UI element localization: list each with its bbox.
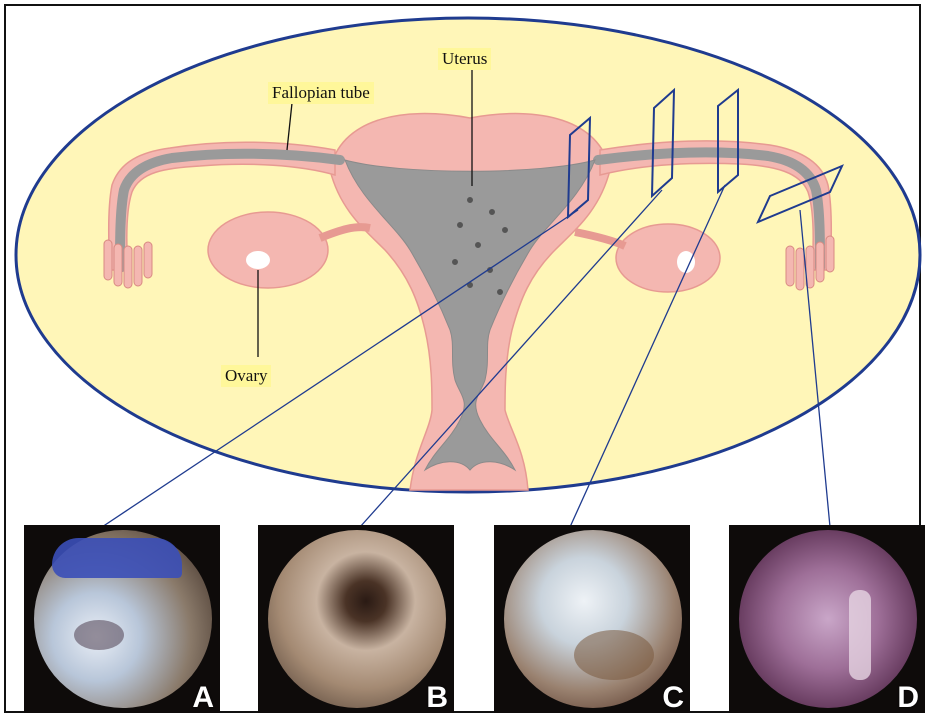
endoscopy-photo-c: C: [494, 525, 690, 713]
lens-b: [268, 530, 446, 708]
panel-letter-b: B: [426, 681, 448, 713]
ovary-label: Ovary: [221, 365, 271, 387]
endoscopy-photo-a: A: [24, 525, 220, 713]
panel-letter-c: C: [662, 681, 684, 713]
left-ovary-follicle: [246, 251, 270, 269]
lens-a-dark-fold: [74, 620, 124, 650]
lens-a: [34, 530, 212, 708]
lens-c: [504, 530, 682, 708]
lens-d: [739, 530, 917, 708]
lens-a-blue-region: [52, 538, 182, 578]
fallopian-tube-label: Fallopian tube: [268, 82, 374, 104]
endoscopy-photo-d: D: [729, 525, 925, 713]
uterus-label: Uterus: [438, 48, 491, 70]
endoscopy-photo-b: B: [258, 525, 454, 713]
panel-letter-a: A: [192, 681, 214, 713]
panel-letter-d: D: [897, 681, 919, 713]
lens-c-brown-region: [574, 630, 654, 680]
left-ovary: [208, 212, 328, 288]
right-ovary: [616, 224, 720, 292]
lens-d-light-fold: [849, 590, 871, 680]
